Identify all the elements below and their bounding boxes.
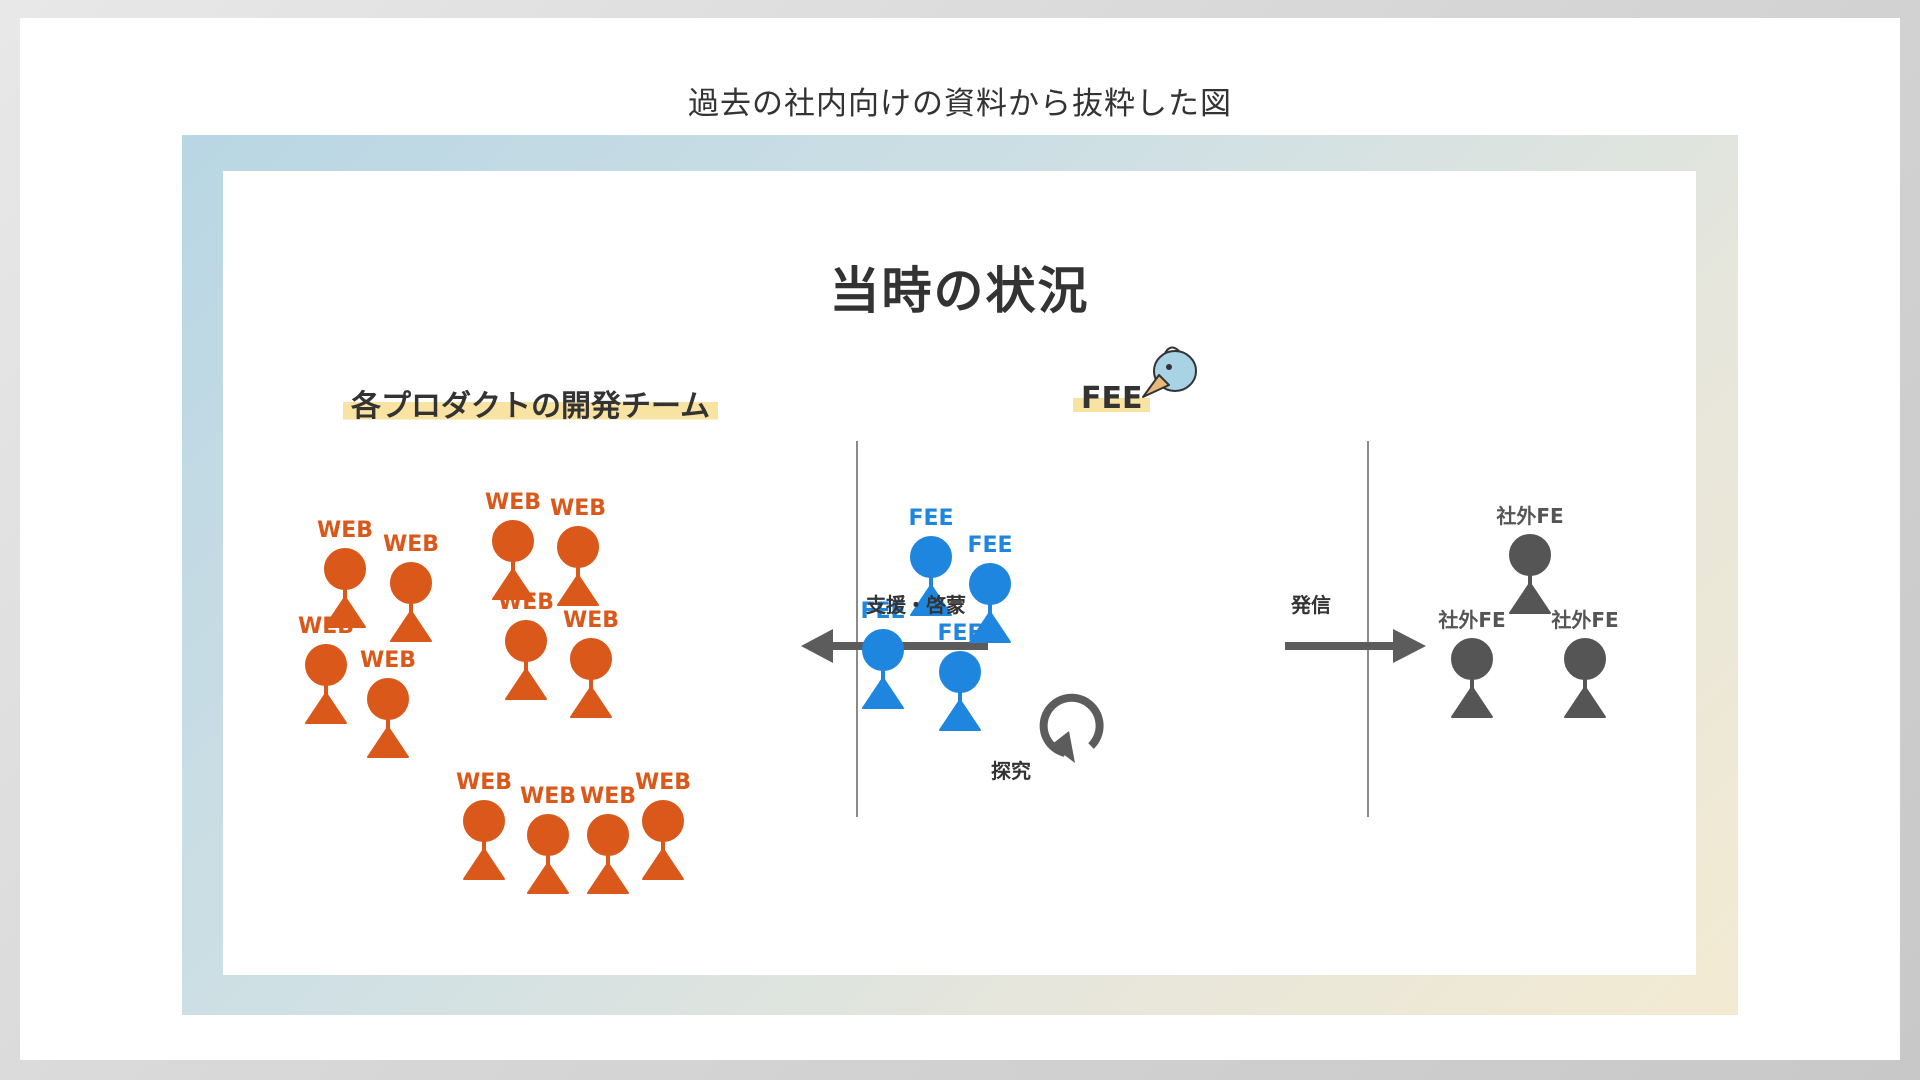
web-person-label: WEB	[563, 608, 619, 633]
person-body	[570, 686, 612, 718]
publish-arrow	[1285, 629, 1426, 663]
person-head	[505, 620, 547, 662]
person-body	[1451, 686, 1493, 718]
person-head	[324, 548, 366, 590]
web-person-10: WEB	[520, 784, 576, 894]
person-head	[862, 629, 904, 671]
person-body	[324, 596, 366, 628]
external-person-3: 社外FE	[1550, 608, 1619, 718]
external-person-2: 社外FE	[1437, 608, 1506, 718]
web-person-4: WEB	[360, 648, 416, 758]
section-label-product-teams: 各プロダクトの開発チーム	[343, 381, 719, 425]
external-person-label: 社外FE	[1437, 608, 1505, 632]
person-head	[527, 814, 569, 856]
person-body	[390, 610, 432, 642]
person-body	[910, 584, 952, 616]
support-arrow	[801, 629, 988, 663]
web-person-8: WEB	[563, 608, 619, 718]
person-body	[939, 699, 981, 731]
person-body	[1509, 582, 1551, 614]
person-body	[367, 726, 409, 758]
web-person-3: WEB	[298, 614, 354, 724]
support-label: 支援・啓蒙	[866, 593, 966, 617]
web-person-label: WEB	[456, 770, 512, 795]
person-body	[1564, 686, 1606, 718]
person-head	[570, 638, 612, 680]
web-person-1: WEB	[317, 518, 373, 628]
shoebill-bird-icon	[1142, 346, 1197, 398]
external-person-label: 社外FE	[1495, 504, 1563, 528]
person-body	[463, 848, 505, 880]
person-head	[305, 644, 347, 686]
gradient-frame: 当時の状況 各プロダクトの開発チーム FEE	[182, 135, 1738, 1015]
fee-person-1: FEE	[908, 506, 954, 616]
fee-person-2: FEE	[967, 533, 1013, 643]
person-body	[587, 862, 629, 894]
fee-person-4: FEE	[937, 621, 983, 731]
page-caption: 過去の社内向けの資料から抜粋した図	[688, 86, 1232, 122]
person-head	[1509, 534, 1551, 576]
fee-person-3: FEE	[860, 599, 906, 709]
fee-person-label: FEE	[967, 533, 1012, 558]
web-person-label: WEB	[360, 648, 416, 673]
explore-loop-arrow	[1039, 693, 1104, 763]
person-head	[463, 800, 505, 842]
person-head	[492, 520, 534, 562]
web-person-9: WEB	[456, 770, 512, 880]
slide-panel: 当時の状況 各プロダクトの開発チーム FEE	[223, 171, 1696, 975]
explore-label: 探究	[991, 759, 1031, 783]
person-body	[492, 568, 534, 600]
person-head	[1564, 638, 1606, 680]
person-body	[505, 668, 547, 700]
person-head	[642, 800, 684, 842]
fee-person-label: FEE	[860, 599, 905, 624]
person-head	[969, 563, 1011, 605]
person-body	[862, 677, 904, 709]
web-person-label: WEB	[317, 518, 373, 543]
person-head	[557, 526, 599, 568]
web-person-6: WEB	[550, 496, 606, 606]
web-person-12: WEB	[635, 770, 691, 880]
person-body	[969, 611, 1011, 643]
web-person-label: WEB	[520, 784, 576, 809]
web-person-5: WEB	[485, 490, 541, 600]
web-person-label: WEB	[498, 590, 554, 615]
person-body	[305, 692, 347, 724]
external-person-label: 社外FE	[1550, 608, 1618, 632]
web-person-label: WEB	[298, 614, 354, 639]
person-body	[642, 848, 684, 880]
fee-person-label: FEE	[908, 506, 953, 531]
person-head	[390, 562, 432, 604]
web-person-label: WEB	[580, 784, 636, 809]
web-person-label: WEB	[383, 532, 439, 557]
person-head	[367, 678, 409, 720]
person-head	[587, 814, 629, 856]
slide-sheet: 過去の社内向けの資料から抜粋した図 当時の状況 各プロダクトの開発チーム FEE	[20, 18, 1900, 1060]
person-body	[557, 574, 599, 606]
external-person-1: 社外FE	[1495, 504, 1564, 614]
web-person-2: WEB	[383, 532, 439, 642]
section-label-fee: FEE	[1073, 381, 1151, 416]
person-head	[1451, 638, 1493, 680]
web-person-label: WEB	[550, 496, 606, 521]
person-body	[527, 862, 569, 894]
web-person-label: WEB	[635, 770, 691, 795]
web-person-7: WEB	[498, 590, 554, 700]
person-head	[939, 651, 981, 693]
fee-person-label: FEE	[937, 621, 982, 646]
web-person-label: WEB	[485, 490, 541, 515]
slide-title: 当時の状況	[829, 262, 1090, 320]
publish-label: 発信	[1291, 593, 1331, 617]
web-person-11: WEB	[580, 784, 636, 894]
person-head	[910, 536, 952, 578]
